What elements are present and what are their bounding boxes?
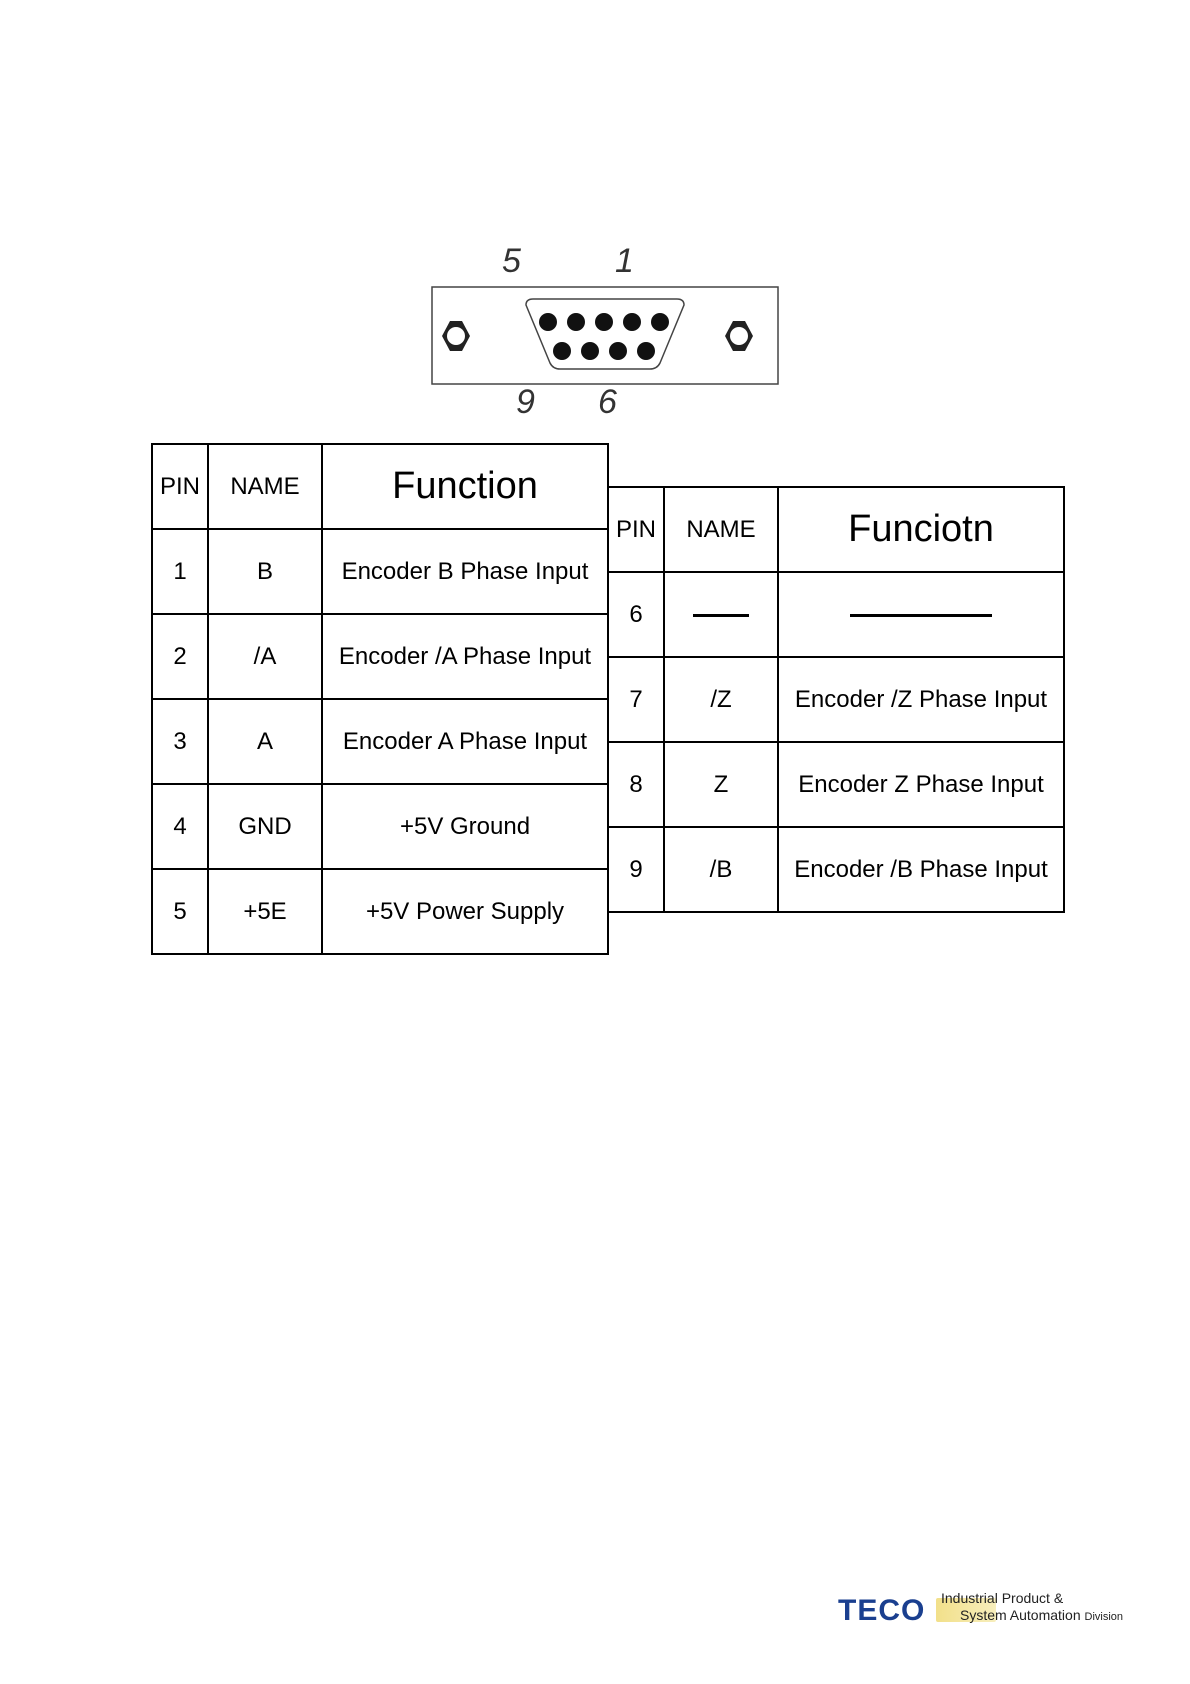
table-row: 9 /B Encoder /B Phase Input	[607, 826, 1065, 913]
hex-nut-left	[442, 321, 470, 351]
pin-label-5: 5	[502, 242, 521, 280]
name-cell-empty	[663, 571, 779, 658]
header-name: NAME	[207, 443, 323, 530]
function-cell: Encoder /Z Phase Input	[777, 656, 1065, 743]
function-cell: Encoder Z Phase Input	[777, 741, 1065, 828]
name-cell: /B	[663, 826, 779, 913]
division-line2-text: System Automation	[960, 1607, 1081, 1623]
pin-table-right: PIN NAME Funciotn 6 7 /Z Encoder /Z Phas…	[607, 486, 1065, 913]
teco-brand: TECO	[838, 1594, 926, 1627]
logo-swoosh	[936, 1598, 996, 1622]
pin-holes	[539, 313, 669, 360]
table-row: 4 GND +5V Ground	[151, 783, 609, 870]
table-row: 6	[607, 571, 1065, 658]
dash-line	[850, 613, 992, 617]
table-row: 7 /Z Encoder /Z Phase Input	[607, 656, 1065, 743]
function-cell: Encoder /B Phase Input	[777, 826, 1065, 913]
pin-label-9: 9	[516, 383, 535, 421]
pin-cell: 4	[151, 783, 209, 870]
function-cell: Encoder A Phase Input	[321, 698, 609, 785]
pin-table-left: PIN NAME Function 1 B Encoder B Phase In…	[151, 443, 609, 955]
pin-cell: 2	[151, 613, 209, 700]
pin-cell: 8	[607, 741, 665, 828]
name-cell: /Z	[663, 656, 779, 743]
name-cell: B	[207, 528, 323, 615]
header-function: Function	[321, 443, 609, 530]
pin-label-1: 1	[615, 242, 634, 280]
table-row: 1 B Encoder B Phase Input	[151, 528, 609, 615]
name-cell: /A	[207, 613, 323, 700]
function-cell: +5V Power Supply	[321, 868, 609, 955]
dash-line	[693, 613, 749, 617]
function-cell-empty	[777, 571, 1065, 658]
teco-footer-logo: TECO Industrial Product & System Automat…	[838, 1590, 1138, 1630]
header-pin: PIN	[151, 443, 209, 530]
division-line1: Industrial Product &	[941, 1590, 1064, 1606]
function-cell: Encoder /A Phase Input	[321, 613, 609, 700]
hex-nut-right	[725, 321, 753, 351]
table-row: 2 /A Encoder /A Phase Input	[151, 613, 609, 700]
d-sub-housing	[525, 298, 685, 370]
pin-cell: 6	[607, 571, 665, 658]
function-cell: +5V Ground	[321, 783, 609, 870]
header-function: Funciotn	[777, 486, 1065, 573]
pin-cell: 3	[151, 698, 209, 785]
pin-cell: 5	[151, 868, 209, 955]
division-line2: System Automation Division	[960, 1607, 1123, 1623]
header-name: NAME	[663, 486, 779, 573]
table-row: 5 +5E +5V Power Supply	[151, 868, 609, 955]
pin-cell: 1	[151, 528, 209, 615]
name-cell: GND	[207, 783, 323, 870]
name-cell: Z	[663, 741, 779, 828]
name-cell: A	[207, 698, 323, 785]
table-row: 8 Z Encoder Z Phase Input	[607, 741, 1065, 828]
db9-connector-svg: 5 1 9 6	[431, 242, 779, 421]
name-cell: +5E	[207, 868, 323, 955]
header-pin: PIN	[607, 486, 665, 573]
table-header-row: PIN NAME Function	[151, 443, 609, 530]
function-cell: Encoder B Phase Input	[321, 528, 609, 615]
division-line2-suffix: Division	[1084, 1611, 1124, 1623]
pin-cell: 9	[607, 826, 665, 913]
pin-label-6: 6	[598, 383, 617, 421]
table-row: 3 A Encoder A Phase Input	[151, 698, 609, 785]
pin-cell: 7	[607, 656, 665, 743]
table-header-row: PIN NAME Funciotn	[607, 486, 1065, 573]
db9-connector-diagram: 5 1 9 6	[420, 235, 800, 425]
